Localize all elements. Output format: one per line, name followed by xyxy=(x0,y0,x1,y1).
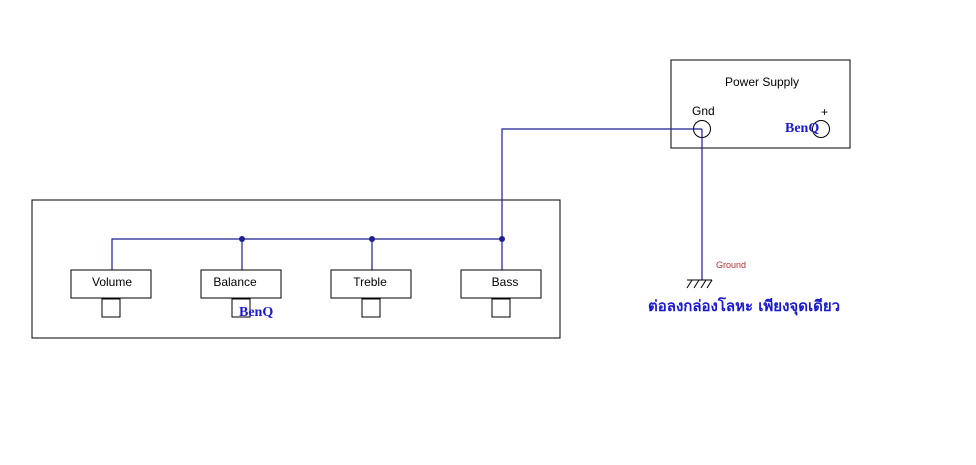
control-knob xyxy=(361,298,381,318)
control-volume: Volume xyxy=(70,269,152,318)
junction-dot xyxy=(499,236,505,242)
ground-symbol xyxy=(686,279,713,289)
control-knob xyxy=(491,298,511,318)
control-label: Balance xyxy=(213,275,257,289)
junction-dot xyxy=(239,236,245,242)
power-supply-title: Power Supply xyxy=(725,75,799,89)
control-label: Treble xyxy=(353,275,387,289)
control-knob xyxy=(101,298,121,318)
control-knob xyxy=(231,298,251,318)
wiring xyxy=(111,128,703,280)
ground-note: ต่อลงกล่องโลหะ เพียงจุดเดียว xyxy=(648,296,840,316)
balance-brand: BenQ xyxy=(239,305,273,320)
power-supply-brand: BenQ xyxy=(785,121,819,136)
plus-terminal xyxy=(812,120,830,138)
ground-label: Ground xyxy=(716,260,746,270)
control-bass: Bass xyxy=(460,269,542,318)
plus-label: + xyxy=(821,105,828,119)
control-label: Volume xyxy=(92,275,132,289)
control-balance: Balance BenQ xyxy=(200,269,282,320)
gnd-label: Gnd xyxy=(692,104,715,118)
gnd-wire xyxy=(501,128,702,239)
junction-dot xyxy=(369,236,375,242)
control-label: Bass xyxy=(492,275,519,289)
power-supply-box: Power Supply Gnd + BenQ xyxy=(670,59,851,149)
control-treble: Treble xyxy=(330,269,412,318)
